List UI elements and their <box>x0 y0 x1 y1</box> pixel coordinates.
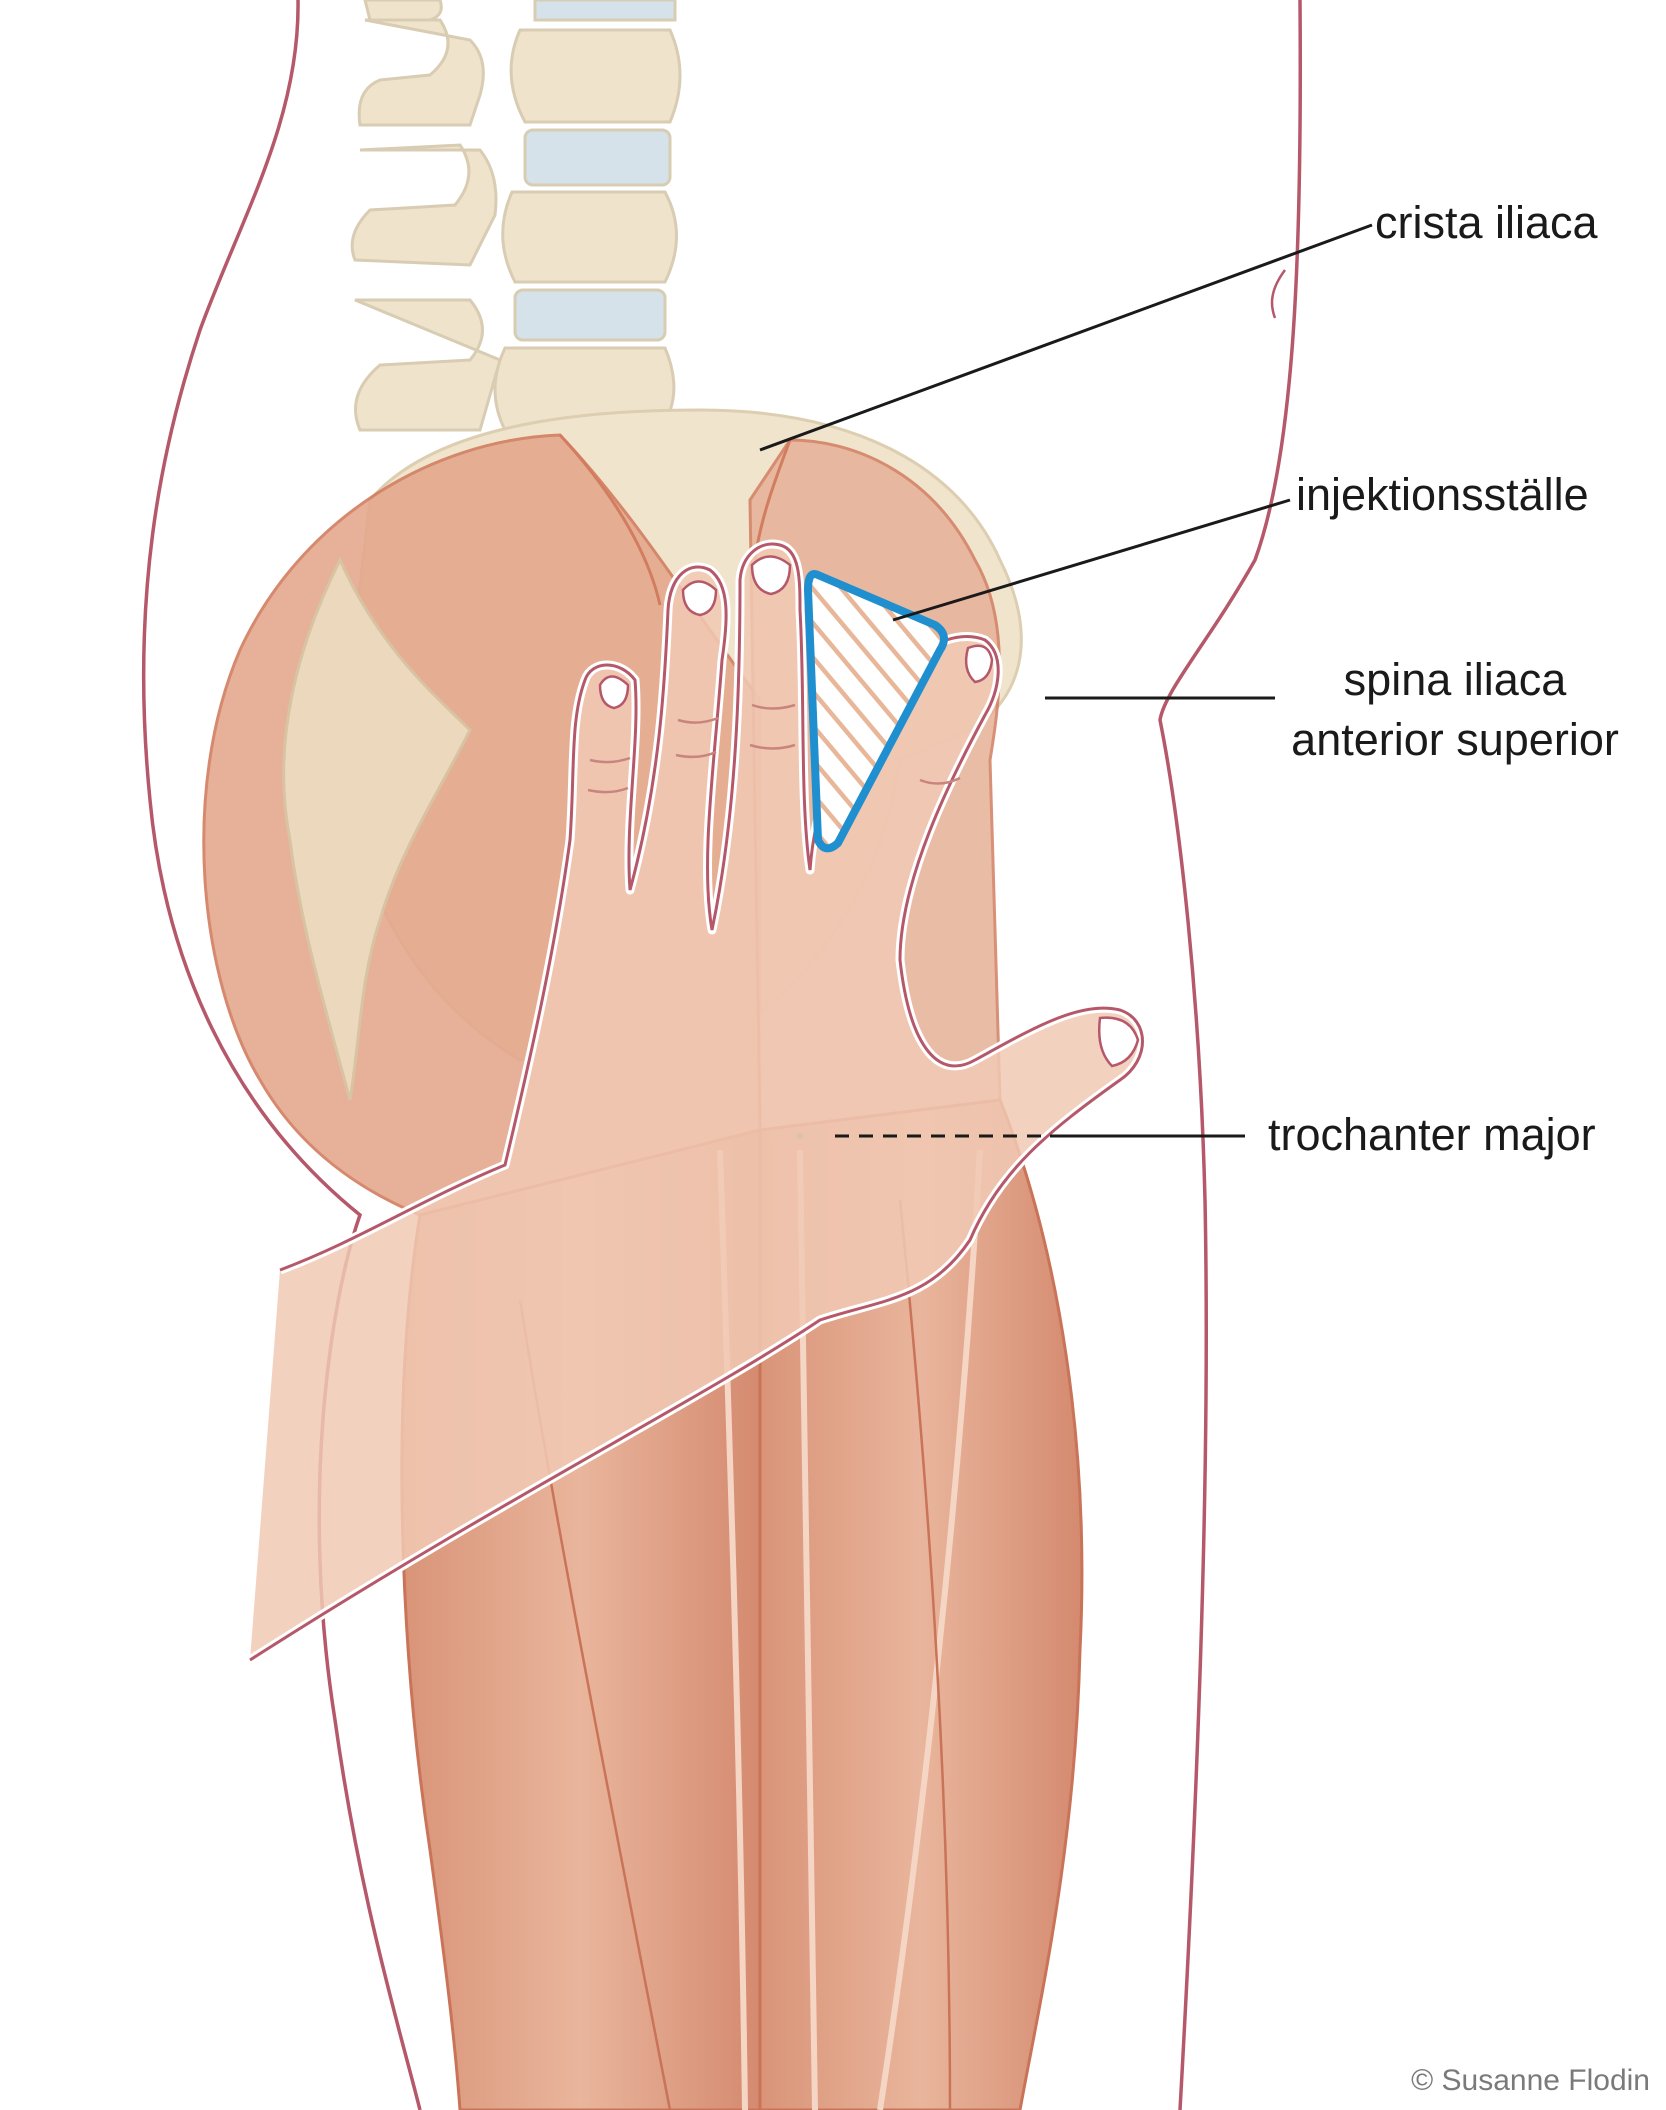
intervertebral-disc <box>513 288 667 342</box>
body-silhouette <box>141 0 1303 2110</box>
fingernail <box>750 555 792 596</box>
leader-injektionsstalle <box>892 498 1291 622</box>
spinous-process <box>350 143 498 267</box>
skin-crease <box>1270 269 1287 319</box>
vertebra <box>501 190 678 284</box>
injection-site-triangle <box>804 570 948 853</box>
fingernail <box>681 580 718 617</box>
thigh-muscle-inner <box>758 1098 1084 2110</box>
hand-outline <box>249 542 1144 1662</box>
label-crista-iliaca: crista iliaca <box>1375 197 1599 248</box>
fingernail <box>598 675 630 710</box>
vertebra <box>509 28 682 124</box>
label-spina-iliaca-line1: spina iliaca <box>1344 654 1568 705</box>
leader-crista-iliaca <box>759 223 1373 452</box>
intervertebral-disc <box>523 128 672 187</box>
label-spina-iliaca-line2: anterior superior <box>1291 714 1619 765</box>
fingernail <box>1098 1016 1140 1068</box>
knuckle-crease <box>587 703 961 794</box>
spinous-process <box>357 18 485 127</box>
body-right-outline <box>1158 0 1303 2110</box>
hand <box>247 539 1147 1664</box>
trochanter-marker <box>797 1133 803 1139</box>
leader-lines <box>759 223 1373 1139</box>
sacrum <box>282 556 472 1101</box>
label-injektionsstalle: injektionsställe <box>1296 469 1589 520</box>
label-trochanter-major: trochanter major <box>1268 1109 1596 1160</box>
spinous-process <box>363 0 443 22</box>
lumbar-spine <box>350 0 682 432</box>
spinous-process <box>354 298 502 432</box>
body-left-outline <box>141 0 422 2110</box>
intervertebral-disc <box>533 0 677 22</box>
fingernail <box>964 644 994 684</box>
copyright-credit: © Susanne Flodin <box>1411 2064 1650 2097</box>
